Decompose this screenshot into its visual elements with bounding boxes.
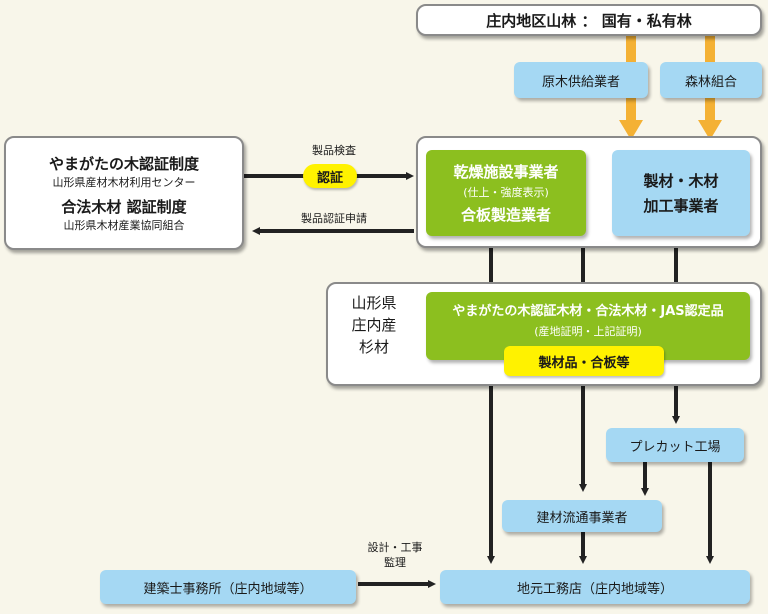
forest-source-label: 庄内地区山林 ： 国有・私有林 [486, 11, 692, 30]
certified-wood-sub: (産地証明・上記証明) [534, 325, 642, 338]
log-supplier-label: 原木供給業者 [541, 74, 620, 90]
design-label-line2: 監理 [384, 556, 406, 569]
certification-box: やまがたの木認証制度 山形県産材木材利用センター 合法木材 認証制度 山形県木材… [4, 136, 244, 250]
cedar-origin-line2: 庄内産 [351, 316, 397, 334]
inspection-label: 製品検査 [312, 144, 356, 157]
certified-wood-title: やまがたの木認証木材・合法木材・JAS認定品 [452, 304, 724, 319]
drying-sub: (仕上・強度表示) [463, 186, 549, 199]
architect-label: 建築士事務所（庄内地域等） [143, 581, 313, 597]
cedar-origin-label: 山形県 庄内産 杉材 [336, 292, 412, 358]
sawmill-box: 製材・木材 加工事業者 [612, 150, 750, 236]
cert-org-yamagata: 山形県産材木材利用センター [52, 176, 196, 189]
forestry-coop-box: 森林組合 [660, 62, 762, 98]
cert-application-label: 製品認証申請 [301, 212, 367, 225]
design-label: 設計・工事 監理 [360, 540, 430, 570]
distribution-label: 建材流通事業者 [536, 510, 628, 526]
cert-badge-label: 認証 [316, 170, 343, 186]
distribution-box: 建材流通事業者 [502, 500, 662, 532]
log-supplier-box: 原木供給業者 [514, 62, 648, 98]
design-label-line1: 設計・工事 [367, 541, 423, 554]
products-pill-label: 製材品・合板等 [538, 355, 630, 371]
precut-factory-label: プレカット工場 [629, 439, 721, 455]
cert-title-legal: 合法木材 認証制度 [61, 198, 187, 216]
cert-badge: 認証 [303, 164, 357, 188]
drying-plywood-box: 乾燥施設事業者 (仕上・強度表示) 合板製造業者 [426, 150, 586, 236]
precut-factory-box: プレカット工場 [606, 428, 744, 462]
sawmill-line1: 製材・木材 [643, 172, 719, 190]
cert-title-yamagata: やまがたの木認証制度 [48, 155, 199, 173]
cert-org-legal: 山形県木材産業協同組合 [63, 219, 185, 232]
forestry-coop-label: 森林組合 [684, 74, 737, 90]
plywood-title: 合板製造業者 [460, 206, 551, 224]
products-pill: 製材品・合板等 [504, 346, 664, 376]
sawmill-line2: 加工事業者 [643, 197, 719, 215]
drying-title: 乾燥施設事業者 [453, 163, 559, 181]
builder-box: 地元工務店（庄内地域等） [440, 570, 750, 604]
forest-source-box: 庄内地区山林 ： 国有・私有林 [416, 4, 762, 36]
builder-label: 地元工務店（庄内地域等） [516, 581, 673, 597]
cedar-origin-line3: 杉材 [358, 338, 389, 356]
architect-box: 建築士事務所（庄内地域等） [100, 570, 356, 604]
cedar-origin-line1: 山形県 [351, 294, 397, 312]
